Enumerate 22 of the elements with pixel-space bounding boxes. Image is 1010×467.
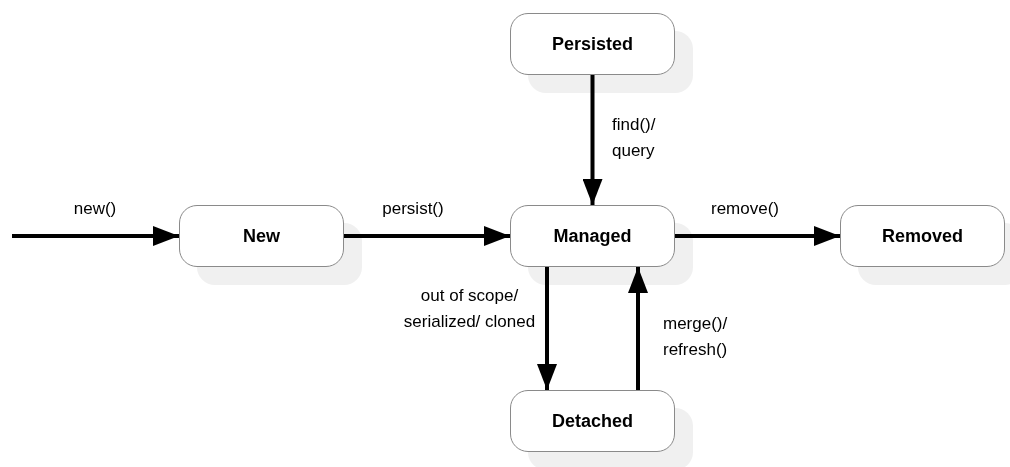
state-box (510, 13, 675, 75)
edge-label: remove() (710, 198, 780, 220)
edge-label: persist() (381, 198, 445, 220)
state-name: New (243, 224, 280, 248)
state-box (510, 205, 675, 267)
edge-label: new() (72, 198, 118, 220)
state-box (510, 390, 675, 452)
arrow (582, 75, 603, 205)
state-name: Detached (552, 409, 633, 433)
arrow (12, 226, 179, 246)
arrow (628, 267, 648, 390)
state-name: Removed (882, 224, 963, 248)
state-name: Persisted (551, 32, 633, 56)
edge-label: find()/ query (612, 114, 657, 162)
state-name: Managed (553, 224, 632, 248)
state-box (840, 205, 1005, 267)
arrow (537, 267, 557, 390)
arrow (344, 226, 510, 246)
edge-label: out of scope/ serialized/ cloned (402, 285, 537, 333)
edge-label: merge()/ refresh() (663, 313, 729, 361)
state-box (179, 205, 344, 267)
arrow (675, 226, 840, 246)
